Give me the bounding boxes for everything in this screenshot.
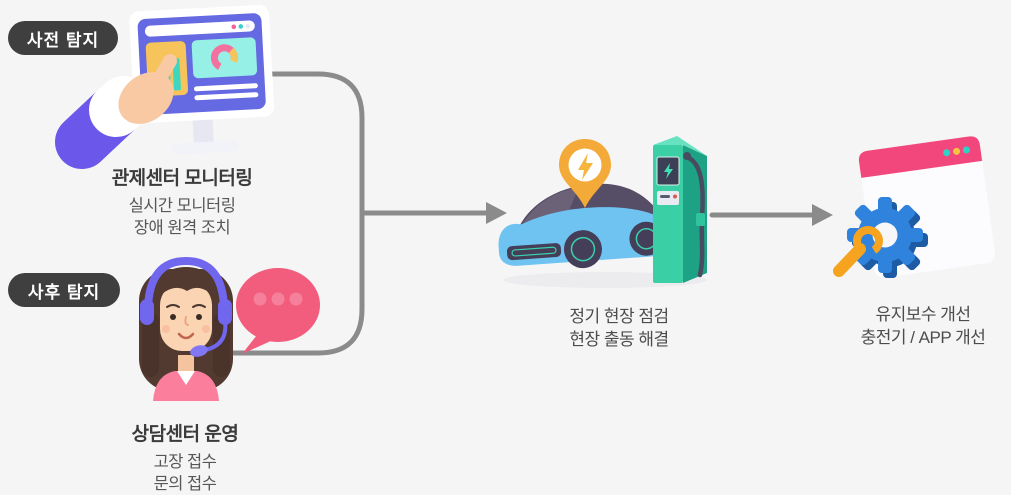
field-service-line2: 현장 출동 해결 (569, 330, 669, 349)
pointing-hand-icon (55, 54, 177, 169)
ev-charging-illustration (498, 136, 707, 288)
monitor-icon (129, 4, 275, 155)
pre-detection-badge: 사전 탐지 (8, 21, 118, 55)
ev-charger-icon (653, 136, 707, 283)
post-detection-title: 상담센터 운영 (131, 424, 239, 445)
improvement-line2: 충전기 / APP 개선 (860, 328, 986, 347)
pre-detection-badge-label: 사전 탐지 (26, 30, 100, 50)
arrowhead-to-improve-icon (812, 204, 833, 226)
front-wheel-icon (563, 230, 602, 269)
search-bar-icon (144, 20, 255, 37)
pre-detection-textblock: 관제센터 모니터링 실시간 모니터링 장애 원격 조치 (52, 163, 312, 239)
post-detection-badge-label: 사후 탐지 (27, 282, 101, 302)
charger-screen-bolt-icon (664, 163, 673, 179)
maintenance-gear-illustration (833, 136, 996, 278)
pie-chart-icon (191, 37, 258, 79)
merge-bracket-line (231, 71, 489, 356)
pre-detection-line2: 장애 원격 조치 (133, 219, 231, 237)
improvement-textblock: 유지보수 개선 충전기 / APP 개선 (813, 303, 1011, 349)
improvement-line1: 유지보수 개선 (875, 305, 971, 324)
post-detection-textblock: 상담센터 운영 고장 접수 문의 접수 (55, 419, 315, 495)
arrowhead-to-field-icon (486, 202, 507, 224)
pre-detection-title: 관제센터 모니터링 (111, 168, 253, 189)
ev-car-icon (498, 183, 672, 269)
wrench-icon (833, 226, 883, 277)
pre-detection-line1: 실시간 모니터링 (128, 197, 236, 215)
field-service-line1: 정기 현장 점검 (569, 307, 669, 326)
field-service-textblock: 정기 현장 점검 현장 출동 해결 (509, 305, 729, 351)
post-detection-badge: 사후 탐지 (8, 273, 120, 307)
pin-lightning-bolt-icon (578, 153, 593, 180)
speech-bubble-icon (236, 268, 320, 354)
location-pin-icon (559, 139, 611, 208)
post-detection-line1: 고장 접수 (153, 453, 217, 471)
monitoring-dashboard-illustration (55, 4, 275, 169)
post-detection-line2: 문의 접수 (153, 475, 217, 493)
headset-icon (140, 256, 232, 357)
call-center-agent-illustration (139, 256, 320, 401)
agent-avatar (139, 256, 233, 401)
gear-icon (847, 197, 928, 278)
